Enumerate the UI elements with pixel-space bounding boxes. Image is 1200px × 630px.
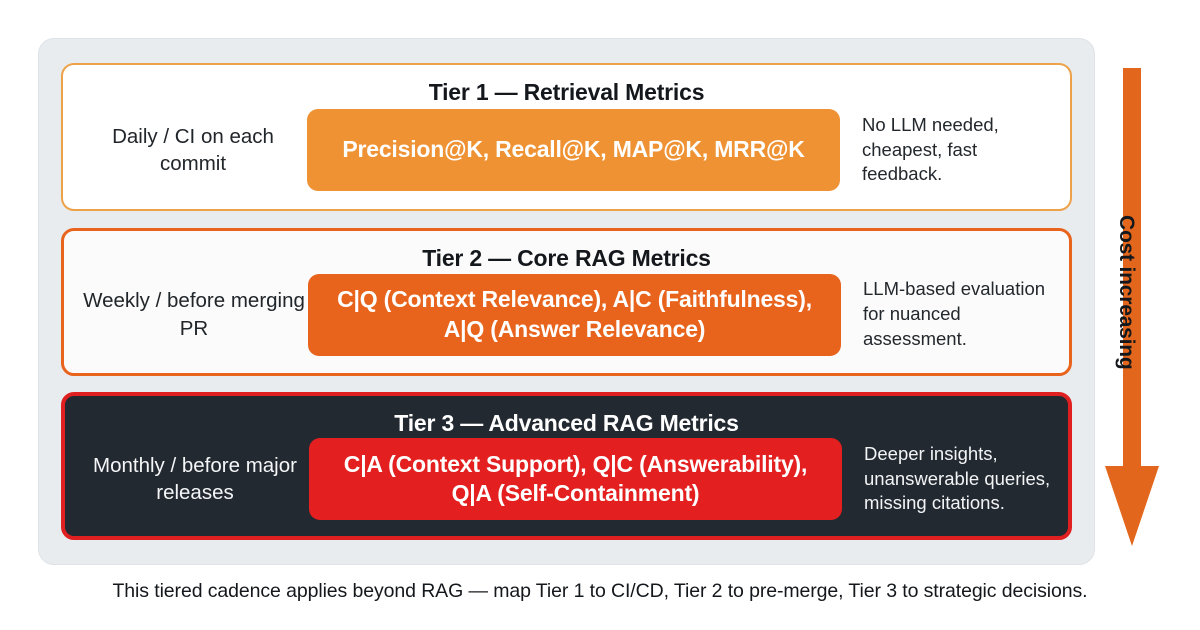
tier-card-2: Tier 2 — Core RAG Metrics Weekly / befor…: [61, 227, 1072, 376]
tier-2-note: LLM-based evaluation for nuanced assessm…: [863, 278, 1046, 349]
diagram-caption: This tiered cadence applies beyond RAG —…: [112, 580, 1088, 602]
tier-card-3: Tier 3 — Advanced RAG Metrics Monthly / …: [61, 392, 1072, 540]
tier-1-title: Tier 1 — Retrieval Metrics: [428, 79, 705, 105]
tier-2-cadence: Weekly / before merging PR: [83, 289, 305, 340]
tier-1-metrics-pill: Precision@K, Recall@K, MAP@K, MRR@K: [307, 109, 840, 191]
tier-2-title: Tier 2 — Core RAG Metrics: [422, 244, 711, 271]
tier-1-cadence: Daily / CI on each commit: [112, 124, 274, 175]
tier-3-note: Deeper insights, unanswerable queries, m…: [864, 442, 1051, 514]
tiers-panel: Tier 1 — Retrieval Metrics Daily / CI on…: [38, 38, 1095, 565]
tier-3-metrics-pill: C|A (Context Support), Q|C (Answerabilit…: [309, 438, 842, 520]
tier-3-cadence: Monthly / before major releases: [93, 453, 297, 504]
cost-increasing-label: Cost increasing: [1115, 215, 1138, 370]
tier-3-title: Tier 3 — Advanced RAG Metrics: [394, 410, 739, 436]
tier-card-1: Tier 1 — Retrieval Metrics Daily / CI on…: [61, 63, 1072, 211]
tier-2-metrics-pill: C|Q (Context Relevance), A|C (Faithfulne…: [308, 273, 841, 356]
tier-1-note: No LLM needed, cheapest, fast feedback.: [862, 113, 999, 185]
cost-increasing-arrow-icon: [1105, 68, 1159, 546]
